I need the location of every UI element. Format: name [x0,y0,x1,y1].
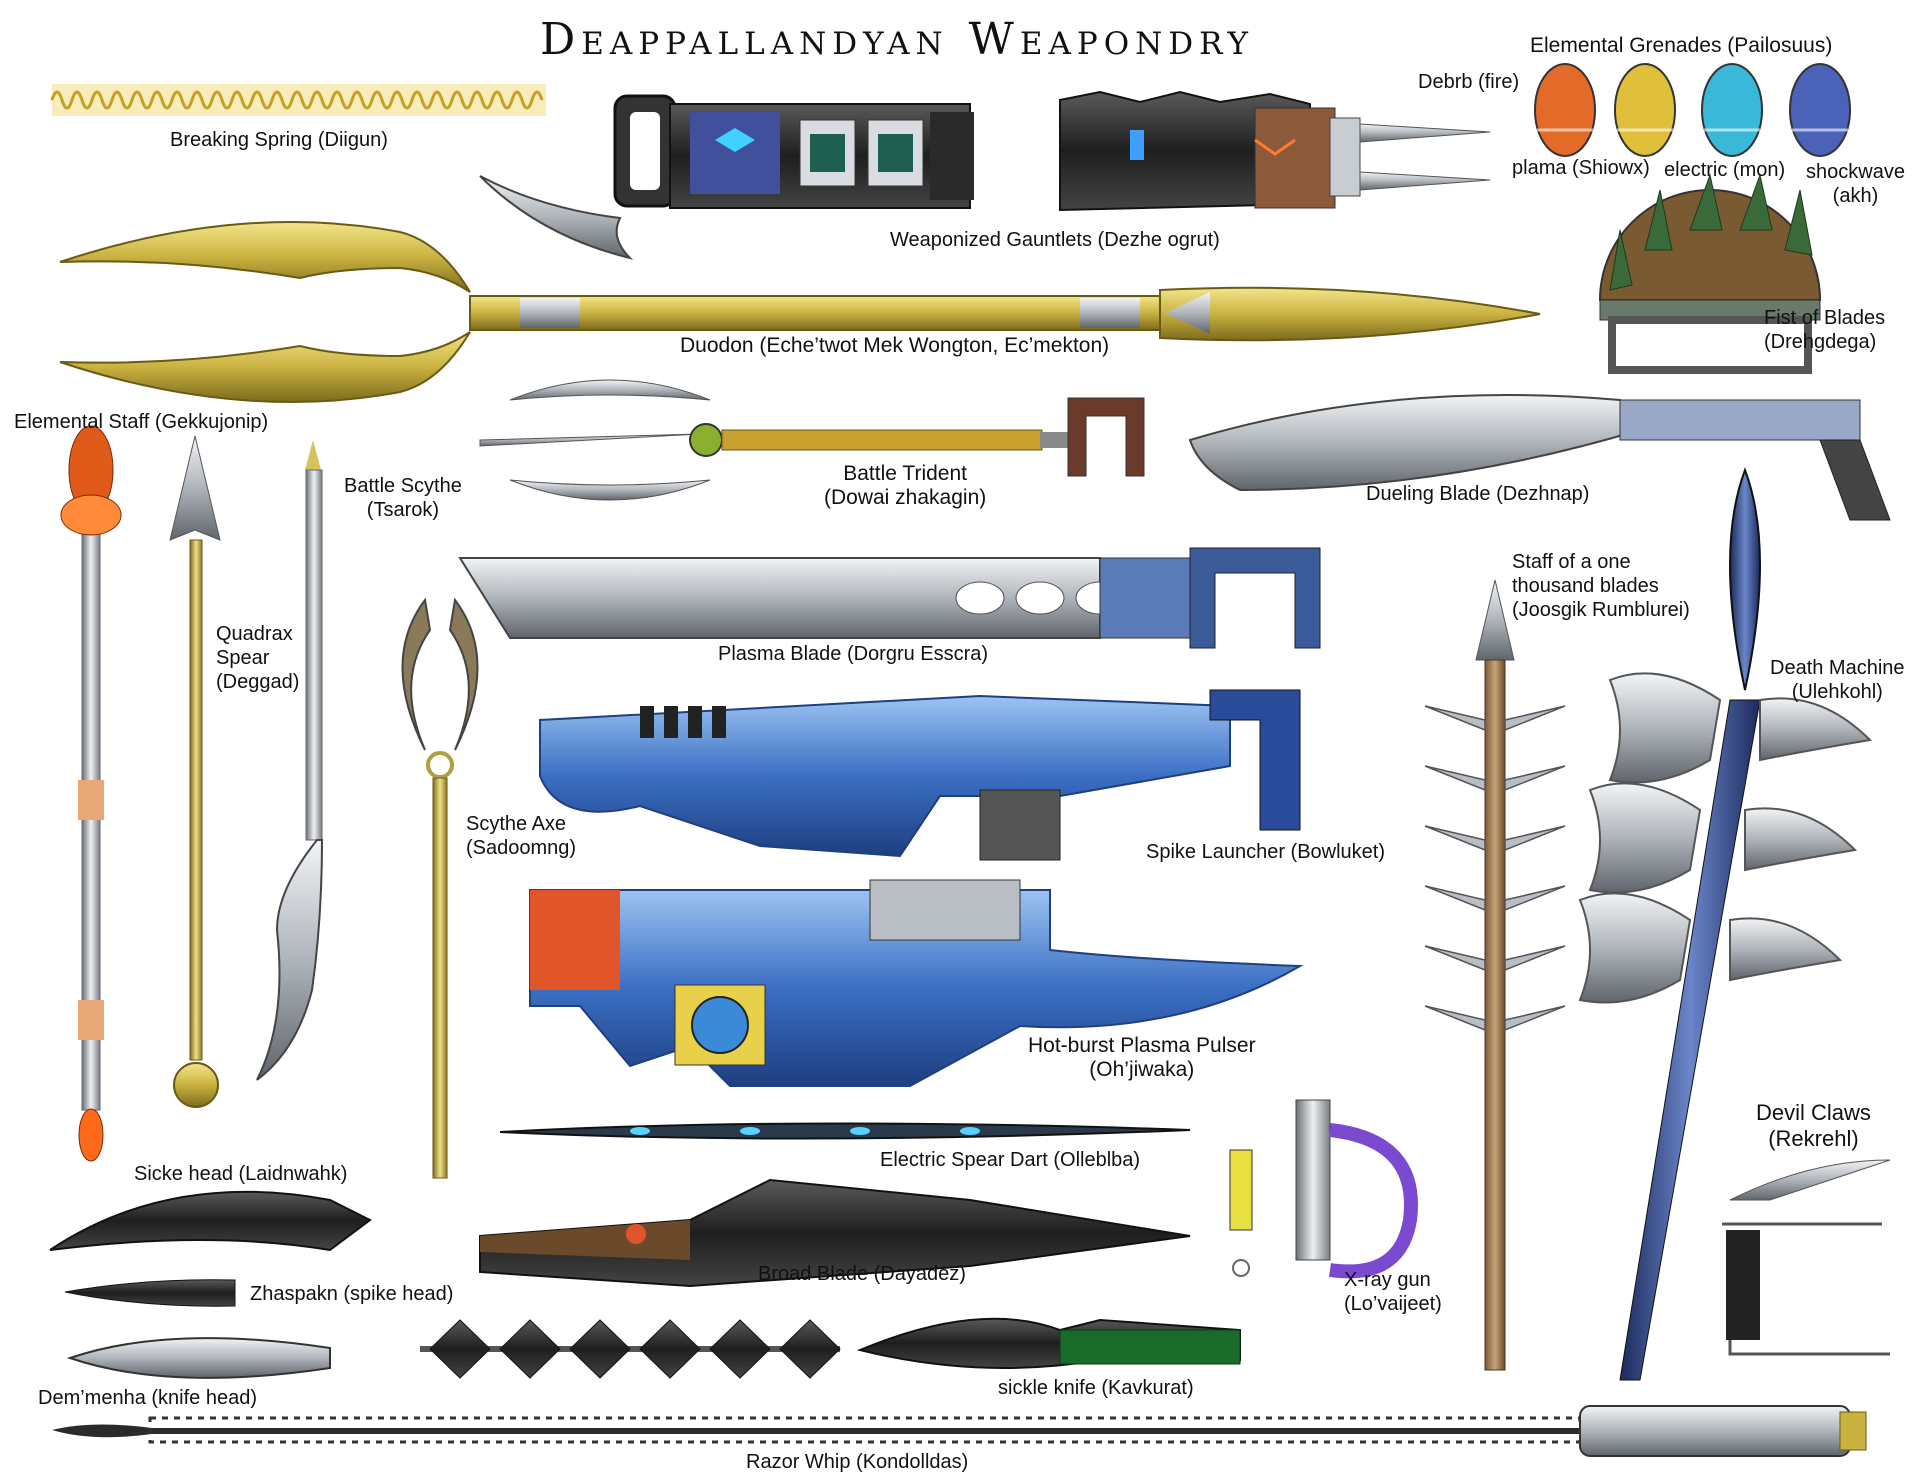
label-trident-line2: (Dowai zhakagin) [824,486,987,509]
label-razor-whip: Razor Whip (Kondolldas) [746,1451,969,1473]
demmenha-illustration [66,1337,331,1379]
sickle-knife-illustration [856,1317,1241,1369]
label-shockwave-line2: (akh) [1832,185,1879,207]
label-devil-claws-line1: Devil Claws [1756,1100,1871,1125]
label-scythe-axe-line1: Scythe Axe [466,813,567,835]
label-gauntlets: Weaponized Gauntlets (Dezhe ogrut) [890,229,1220,251]
gauntlet-left-illustration [479,94,974,260]
label-duodon: Duodon (Eche’twot Mek Wongton, Ec’mekton… [680,334,1110,357]
spike-launcher-illustration [539,689,1301,861]
razor-whip-illustration [52,1405,1867,1457]
label-dueling: Dueling Blade (Dezhnap) [1366,483,1590,505]
label-hotburst: Hot-burst Plasma Pulser (Oh’jiwaka) [1028,1034,1256,1082]
label-xray-line2: (Lo’vaijeet) [1344,1293,1442,1315]
label-spike-launcher: Spike Launcher (Bowluket) [1146,841,1386,863]
plasma-blade-illustration [458,547,1321,649]
label-quadrax-line3: (Deggad) [216,671,300,693]
label-battle-scythe-line2: (Tsarok) [366,499,440,521]
label-trident: Battle Trident (Dowai zhakagin) [824,462,986,510]
label-death-machine-line2: (Ulehkohl) [1791,681,1883,703]
label-battle-scythe-line1: Battle Scythe [344,475,462,497]
label-fist-line2: (Drehgdega) [1764,331,1877,353]
quadrax-spear-illustration [169,435,221,1108]
label-electric: electric (mon) [1664,159,1786,181]
label-sickle-knife: sickle knife (Kavkurat) [998,1377,1194,1399]
label-zhaspakn: Zhaspakn (spike head) [250,1283,454,1305]
label-death-machine-line1: Death Machine [1770,657,1905,679]
label-plasma-blade: Plasma Blade (Dorgru Esscra) [718,643,989,665]
electric-spear-dart-illustration [499,1122,1191,1140]
label-quadrax-line2: Spear [216,647,270,669]
label-grenades-title: Elemental Grenades (Pailosuus) [1530,34,1833,57]
spiked-chain-illustration [420,1319,841,1379]
staff-thousand-blades-illustration [1424,579,1566,1371]
label-battle-scythe: Battle Scythe (Tsarok) [344,474,462,522]
label-devil-claws: Devil Claws (Rekrehl) [1756,1100,1871,1152]
label-quadrax-line1: Quadrax [216,623,293,645]
label-staff-thousand-line1: Staff of a one [1512,551,1631,573]
page-title: Deappallandyan Weapondry [540,14,1254,65]
label-quadrax: Quadrax Spear (Deggad) [216,622,299,694]
label-fist-line1: Fist of Blades [1764,307,1886,329]
label-debrb: Debrb (fire) [1418,71,1520,93]
label-plama: plama (Shiowx) [1512,157,1650,179]
breaking-spring-illustration [50,84,546,116]
gauntlet-right-illustration [1059,90,1491,212]
hot-burst-pulser-illustration [529,879,1304,1087]
label-fist: Fist of Blades (Drehgdega) [1764,306,1885,354]
broad-blade-illustration [479,1178,1191,1288]
label-staff-thousand-line2: thousand blades [1512,575,1659,597]
zhaspakn-illustration [64,1279,236,1307]
label-scythe-axe-line2: (Sadoomng) [466,837,577,859]
battle-scythe-illustration [256,440,324,1081]
label-sicke: Sicke head (Laidnwahk) [134,1163,348,1185]
label-electric-dart: Electric Spear Dart (Olleblba) [880,1149,1141,1171]
label-breaking-spring: Breaking Spring (Diigun) [170,129,388,151]
label-death-machine: Death Machine (Ulehkohl) [1770,656,1905,704]
sicke-head-illustration [49,1190,372,1252]
label-shockwave-line1: shockwave [1806,161,1905,183]
label-elemental-staff: Elemental Staff (Gekkujonip) [14,411,269,433]
label-trident-line1: Battle Trident [843,462,967,485]
label-hotburst-line1: Hot-burst Plasma Pulser [1028,1034,1256,1057]
label-staff-thousand: Staff of a one thousand blades (Joosgik … [1512,550,1690,622]
scythe-axe-illustration [401,597,479,1179]
devil-claws-illustration [1722,1159,1891,1356]
label-broad-blade: Broad Blade (Dayadez) [758,1263,966,1285]
label-xray-line1: X-ray gun [1344,1269,1431,1291]
death-machine-illustration [1578,467,1873,1381]
label-hotburst-line2: (Oh’jiwaka) [1089,1058,1195,1081]
label-demmenha: Dem’menha (knife head) [38,1387,257,1409]
elemental-staff-illustration [60,425,122,1162]
grenades-illustration [1534,63,1851,157]
label-devil-claws-line2: (Rekrehl) [1768,1126,1859,1151]
battle-trident-illustration [479,379,1145,501]
label-scythe-axe: Scythe Axe (Sadoomng) [466,812,576,860]
xray-gun-illustration [1229,1099,1418,1279]
duodon-illustration [59,221,1541,403]
label-shockwave: shockwave (akh) [1806,160,1905,208]
fist-of-blades-illustration [1598,173,1822,374]
dueling-blade-illustration [1188,394,1891,521]
label-xray: X-ray gun (Lo’vaijeet) [1344,1268,1442,1316]
label-staff-thousand-line3: (Joosgik Rumblurei) [1512,599,1690,621]
